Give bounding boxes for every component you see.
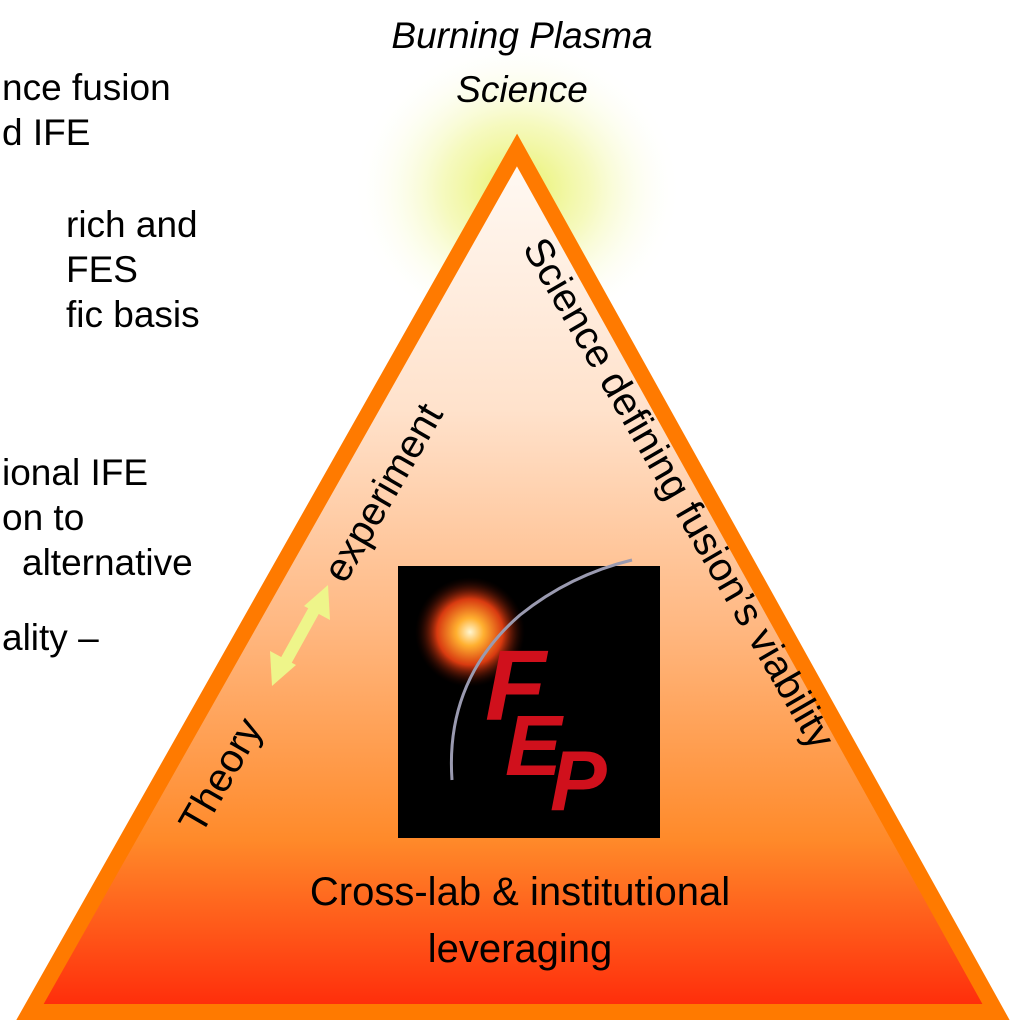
left-text-line-3: rich and — [66, 204, 198, 245]
left-text-line-1: nce fusion — [2, 67, 171, 108]
left-text-line-4: FES — [66, 249, 138, 290]
logo-letter-f: F — [485, 630, 549, 742]
base-label-line-2: leveraging — [428, 927, 613, 971]
base-label-line-1: Cross-lab & institutional — [310, 870, 730, 914]
left-text-line-5: fic basis — [66, 294, 200, 335]
apex-label-line-1: Burning Plasma — [391, 15, 652, 56]
logo-letter-e: E — [505, 699, 564, 794]
left-text-line-8: alternative — [22, 542, 193, 583]
left-text-line-2: d IFE — [2, 112, 91, 153]
apex-label-line-2: Science — [456, 69, 588, 110]
star-burst-icon — [415, 577, 525, 687]
fep-logo: F E P — [398, 558, 660, 838]
left-text-line-6: ional IFE — [2, 452, 149, 493]
logo-letter-p: P — [550, 734, 607, 829]
theory-experiment-arrow-icon — [270, 585, 330, 686]
left-text-line-9: ality – — [2, 617, 99, 658]
left-text-line-7: on to — [2, 497, 85, 538]
